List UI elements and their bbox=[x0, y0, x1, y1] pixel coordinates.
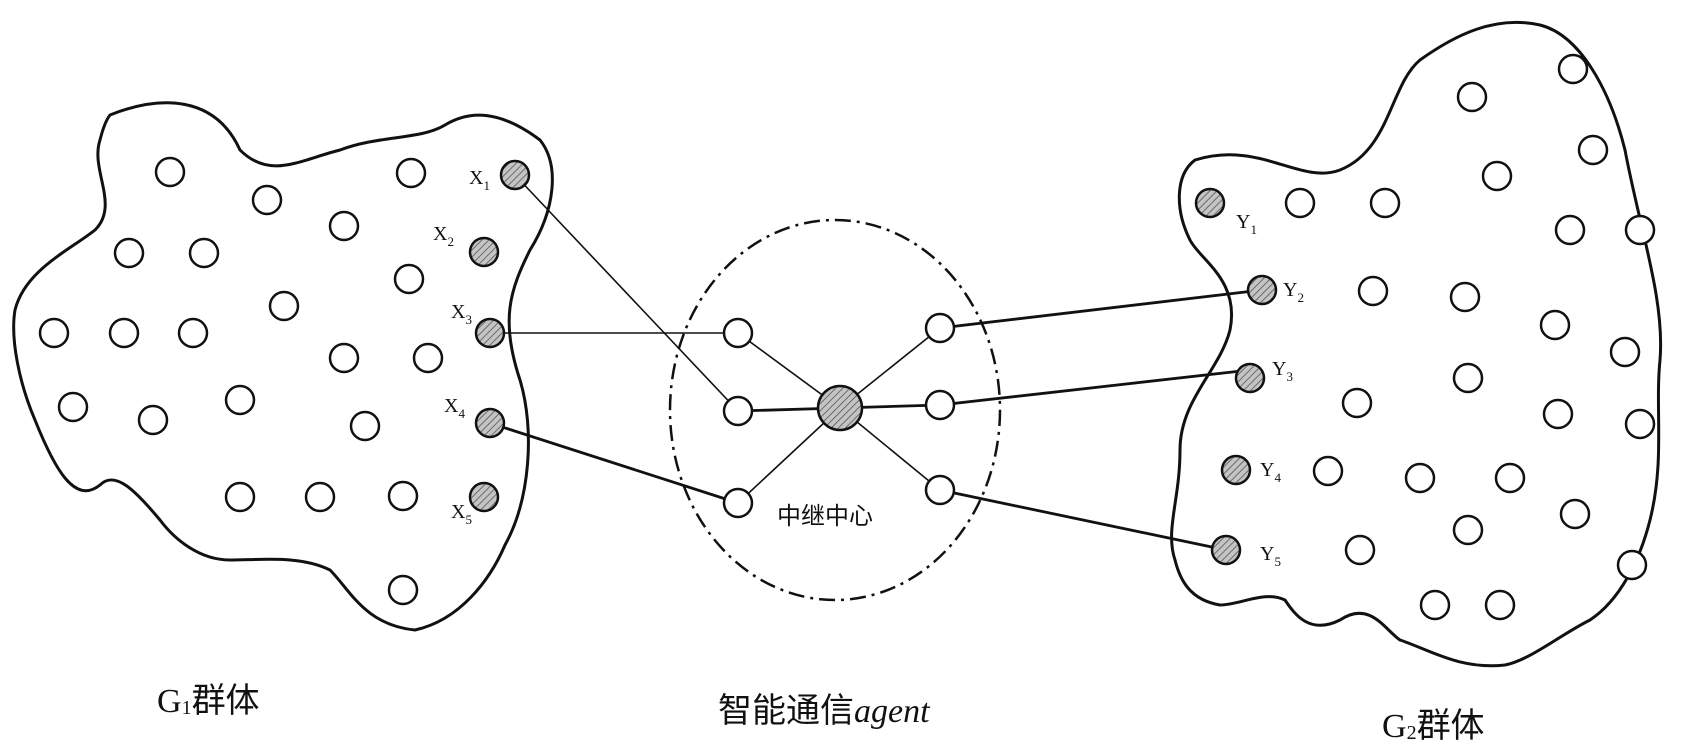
group1-node bbox=[137, 404, 169, 436]
node-y5 bbox=[1210, 534, 1242, 566]
link-x1-relay bbox=[514, 174, 739, 412]
group2-node bbox=[1404, 462, 1436, 494]
relay-node-right-1 bbox=[924, 312, 956, 344]
group1-node bbox=[395, 157, 427, 189]
group1-node bbox=[188, 237, 220, 269]
group1-node bbox=[154, 156, 186, 188]
group1-node bbox=[251, 184, 283, 216]
group2-node bbox=[1456, 81, 1488, 113]
group1-node bbox=[349, 410, 381, 442]
group1-node bbox=[177, 317, 209, 349]
label-x5: X5 bbox=[451, 501, 472, 527]
group2-node bbox=[1284, 187, 1316, 219]
group2-node bbox=[1616, 549, 1648, 581]
node-y1 bbox=[1194, 187, 1226, 219]
group1-boundary bbox=[12, 101, 554, 632]
group2-node bbox=[1624, 408, 1656, 440]
group1-node bbox=[224, 384, 256, 416]
group2-node bbox=[1539, 309, 1571, 341]
group1-boundary-nodes bbox=[468, 159, 531, 513]
group2-node-labels: Y1 Y2 Y3 Y4 Y5 bbox=[1236, 211, 1304, 569]
group2-node bbox=[1557, 53, 1589, 85]
group1-node bbox=[412, 342, 444, 374]
relay-node-right-3 bbox=[924, 474, 956, 506]
node-x5 bbox=[468, 481, 500, 513]
node-x1 bbox=[499, 159, 531, 191]
group2-node bbox=[1369, 187, 1401, 219]
node-x3 bbox=[474, 317, 506, 349]
node-y3 bbox=[1234, 362, 1266, 394]
group1-node bbox=[393, 263, 425, 295]
group1-node bbox=[108, 317, 140, 349]
link-x4-relay bbox=[495, 423, 739, 505]
group2-node bbox=[1481, 160, 1513, 192]
label-y3: Y3 bbox=[1272, 358, 1293, 384]
group1-node bbox=[57, 391, 89, 423]
group2-node bbox=[1624, 214, 1656, 246]
link-relay-y5 bbox=[939, 488, 1227, 552]
group2-node bbox=[1609, 336, 1641, 368]
agent-caption: 智能通信agent bbox=[718, 692, 931, 730]
group2-node bbox=[1577, 134, 1609, 166]
group2-node bbox=[1494, 462, 1526, 494]
group2-node bbox=[1484, 589, 1516, 621]
group2-node bbox=[1419, 589, 1451, 621]
group2-boundary-nodes bbox=[1194, 187, 1278, 566]
group1-node bbox=[328, 210, 360, 242]
node-x4 bbox=[474, 407, 506, 439]
group1-node bbox=[387, 480, 419, 512]
label-y2: Y2 bbox=[1283, 279, 1304, 305]
group1-node bbox=[387, 574, 419, 606]
group1-node bbox=[224, 481, 256, 513]
group1-node bbox=[38, 317, 70, 349]
group2-node bbox=[1554, 214, 1586, 246]
group1-node bbox=[268, 290, 300, 322]
label-x3: X3 bbox=[451, 301, 472, 327]
group2-node bbox=[1449, 281, 1481, 313]
relay-boundary bbox=[668, 218, 1002, 602]
group2-node bbox=[1452, 362, 1484, 394]
group1-caption: G1群体 bbox=[157, 682, 260, 720]
relay-center-label: 中继中心 bbox=[777, 502, 873, 530]
relay-node-left-1 bbox=[722, 317, 754, 349]
group2-node bbox=[1357, 275, 1389, 307]
relay-node-left-3 bbox=[722, 487, 754, 519]
group2-node bbox=[1452, 514, 1484, 546]
label-y1: Y1 bbox=[1236, 211, 1257, 237]
group1-node bbox=[328, 342, 360, 374]
links bbox=[495, 174, 1263, 552]
node-y2 bbox=[1246, 274, 1278, 306]
group2-nodes bbox=[1284, 53, 1656, 621]
label-y4: Y4 bbox=[1260, 459, 1281, 485]
group2-node bbox=[1341, 387, 1373, 419]
label-x1: X1 bbox=[469, 167, 490, 193]
relay-nodes bbox=[722, 312, 956, 519]
link-relay-y2 bbox=[939, 288, 1263, 330]
label-x4: X4 bbox=[444, 395, 465, 421]
group2-boundary bbox=[1170, 20, 1663, 668]
node-y4 bbox=[1220, 454, 1252, 486]
node-x2 bbox=[468, 236, 500, 268]
group1-nodes bbox=[38, 156, 444, 606]
group2-node bbox=[1312, 455, 1344, 487]
label-x2: X2 bbox=[433, 223, 454, 249]
relay-center-node bbox=[816, 384, 864, 432]
group2-node bbox=[1559, 498, 1591, 530]
relay-node-left-2 bbox=[722, 395, 754, 427]
relay-node-right-2 bbox=[924, 389, 956, 421]
group1-node-labels: X1 X2 X3 X4 X5 bbox=[433, 167, 490, 527]
link-relay-y3 bbox=[939, 368, 1251, 407]
label-y5: Y5 bbox=[1260, 543, 1281, 569]
group1-node bbox=[113, 237, 145, 269]
group2-node bbox=[1344, 534, 1376, 566]
group1-node bbox=[304, 481, 336, 513]
group2-node bbox=[1542, 398, 1574, 430]
group2-caption: G2群体 bbox=[1382, 707, 1485, 745]
